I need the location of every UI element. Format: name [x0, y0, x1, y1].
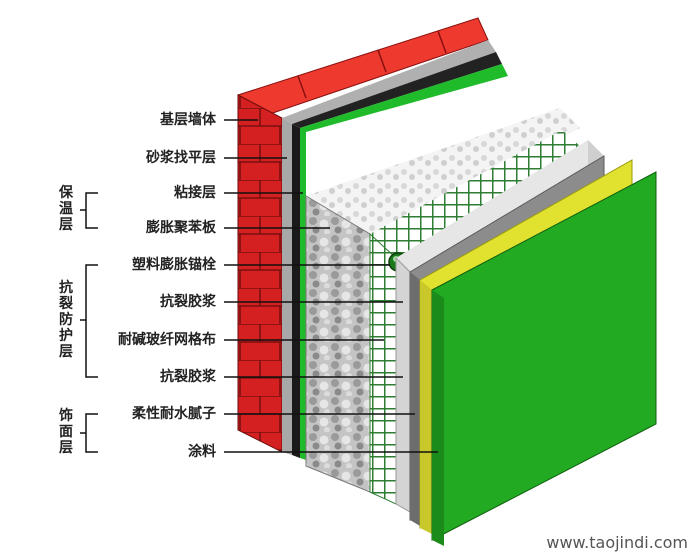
label-anchor-bolt: 塑料膨胀锚栓	[132, 257, 216, 273]
mortar-layer-top	[282, 40, 496, 124]
finish-coating-edge	[432, 290, 444, 546]
mortar-layer	[282, 118, 292, 455]
adhesive-green-top	[300, 64, 508, 200]
label-coating: 涂料	[188, 444, 216, 460]
base-wall	[237, 17, 489, 453]
eps-board-top	[306, 108, 580, 234]
leader-lines	[224, 119, 438, 453]
label-anti-crack-mortar-1: 抗裂胶浆	[160, 294, 216, 310]
bracket-anti-crack	[80, 264, 98, 378]
group-label-anti-crack: 抗裂防护层	[59, 280, 73, 360]
adhesive-layer-top	[292, 52, 502, 128]
finish-coating	[431, 171, 657, 546]
label-base-wall: 基层墙体	[160, 112, 216, 128]
adhesive-layer	[292, 124, 300, 458]
base-wall-top-joints	[297, 30, 447, 99]
anti-crack-mortar-top	[396, 140, 604, 274]
label-fiberglass-mesh: 耐碱玻纤网格布	[118, 332, 216, 348]
base-wall-front	[237, 94, 283, 453]
putty-layer-edge	[410, 272, 420, 526]
label-flexible-putty: 柔性耐水腻子	[132, 406, 216, 422]
fiberglass-mesh-top	[370, 130, 582, 260]
watermark: www.taojindi.com	[546, 533, 688, 552]
label-adhesive: 粘接层	[174, 185, 216, 201]
fiberglass-mesh-front	[369, 232, 397, 505]
bracket-insulation	[80, 192, 98, 229]
group-label-insulation: 保温层	[59, 185, 73, 233]
bracket-finish	[80, 413, 98, 453]
eps-board-front	[305, 195, 371, 493]
group-brackets	[80, 192, 98, 453]
label-anti-crack-mortar-2: 抗裂胶浆	[160, 369, 216, 385]
yellow-layer-edge	[420, 280, 432, 534]
label-mortar-leveling: 砂浆找平层	[146, 150, 216, 166]
group-label-finish: 饰面层	[59, 408, 73, 456]
anti-crack-mortar-front	[395, 256, 411, 513]
label-eps-board: 膨胀聚苯板	[146, 220, 216, 236]
